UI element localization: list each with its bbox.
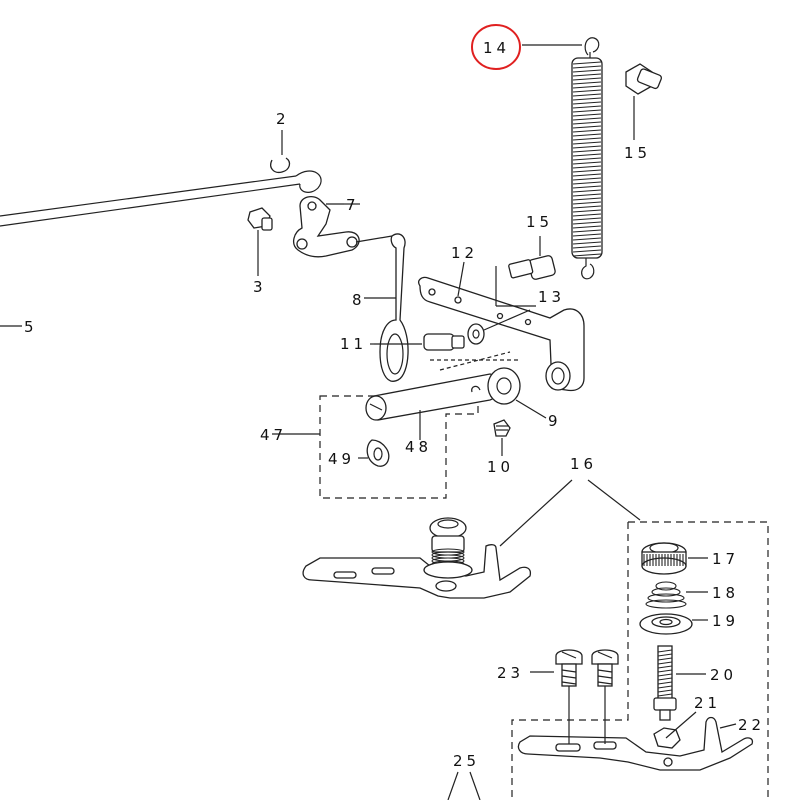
stud-20 bbox=[653, 645, 706, 721]
spring-14 bbox=[571, 37, 603, 280]
plate-12 bbox=[418, 261, 585, 392]
bolt-15-middle bbox=[495, 236, 556, 307]
label-2: 2 bbox=[276, 110, 290, 128]
label-22: 22 bbox=[738, 716, 765, 734]
label-17: 17 bbox=[712, 550, 739, 568]
label-21: 21 bbox=[694, 694, 721, 712]
washer-13 bbox=[467, 309, 531, 345]
exploded-assembly-17-22 bbox=[447, 521, 769, 800]
label-3: 3 bbox=[253, 278, 267, 296]
label-5: 5 bbox=[24, 318, 38, 336]
label-23: 23 bbox=[497, 664, 524, 682]
screw-10 bbox=[493, 419, 511, 456]
label-25: 25 bbox=[453, 752, 480, 770]
nut-21 bbox=[653, 711, 697, 749]
bolt-15-top bbox=[625, 63, 663, 140]
link-7 bbox=[292, 195, 393, 258]
label-9: 9 bbox=[548, 412, 562, 430]
highlight-circle bbox=[471, 24, 521, 70]
washer-9 bbox=[487, 367, 547, 419]
label-7: 7 bbox=[346, 196, 360, 214]
shaft-48-group-47 bbox=[272, 373, 500, 499]
label-11: 11 bbox=[340, 335, 367, 353]
plate-assembly-16 bbox=[302, 479, 641, 599]
screw-23-pair bbox=[530, 649, 619, 744]
plate-22 bbox=[517, 716, 754, 771]
label-13: 13 bbox=[538, 288, 565, 306]
rod-5 bbox=[0, 170, 322, 327]
label-15-middle: 15 bbox=[526, 213, 553, 231]
label-12: 12 bbox=[451, 244, 478, 262]
label-20: 20 bbox=[710, 666, 737, 684]
screw-3 bbox=[247, 207, 273, 276]
label-49: 49 bbox=[328, 450, 355, 468]
label-10: 10 bbox=[487, 458, 514, 476]
knob-17 bbox=[641, 542, 708, 575]
clip-2 bbox=[270, 130, 291, 174]
label-15-top: 15 bbox=[624, 144, 651, 162]
leader-25 bbox=[447, 771, 481, 800]
clip-49 bbox=[358, 439, 390, 467]
label-14: 14 bbox=[483, 39, 510, 57]
label-48: 48 bbox=[405, 438, 432, 456]
label-18: 18 bbox=[712, 584, 739, 602]
label-19: 19 bbox=[712, 612, 739, 630]
label-47: 47 bbox=[260, 426, 287, 444]
pin-11 bbox=[374, 333, 520, 371]
label-8: 8 bbox=[352, 291, 366, 309]
label-16: 16 bbox=[570, 455, 597, 473]
link-8 bbox=[364, 233, 409, 382]
spring-18 bbox=[645, 581, 708, 609]
washer-19 bbox=[639, 613, 708, 635]
